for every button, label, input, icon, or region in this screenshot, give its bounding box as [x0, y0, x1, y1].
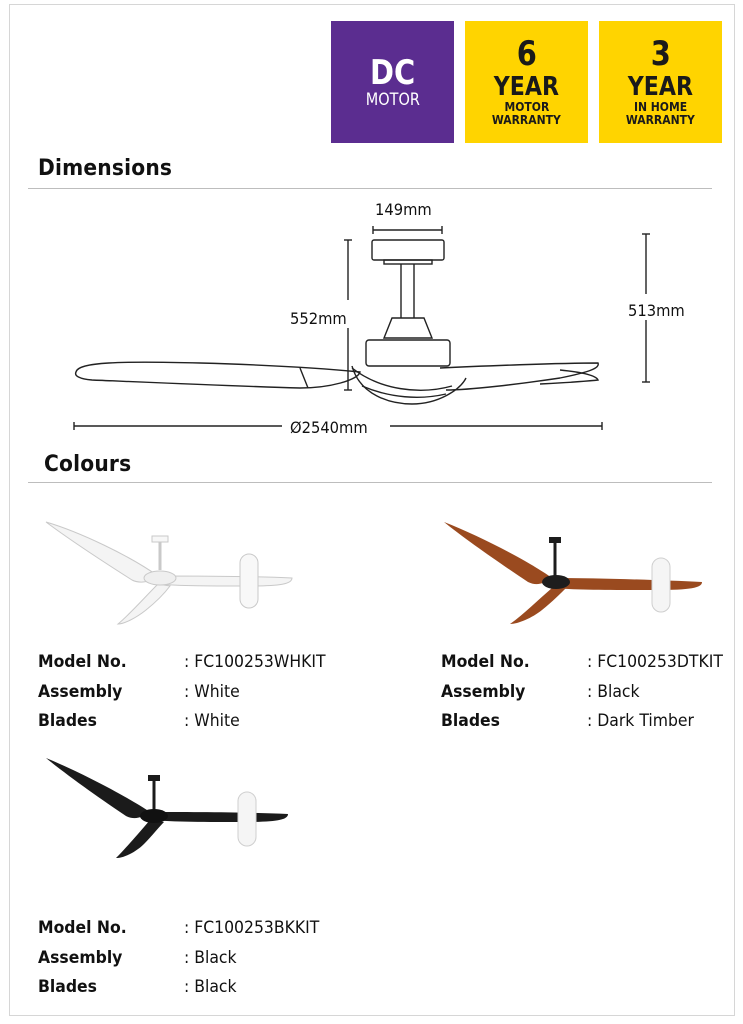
drop-height-label: 552mm [290, 309, 347, 328]
black-fan-specs: Model No. : FC100253BKKIT Assembly : Black… [38, 914, 331, 1003]
motor-housing-outline [365, 339, 451, 367]
left-blade-outline [74, 361, 361, 389]
model-value: : FC100253BKKIT [184, 918, 320, 939]
blades-value: : Dark Timber [587, 711, 694, 732]
dark-timber-fan-image [444, 522, 702, 624]
model-value: : FC100253DTKIT [587, 652, 723, 673]
colours-divider [28, 482, 712, 483]
dark-timber-fan-specs: Model No. : FC100253DTKIT Assembly : Black… [441, 648, 735, 737]
fan-dimension-drawing [73, 226, 650, 430]
colours-heading: Colours [44, 452, 132, 477]
home-warranty-badge: 3 YEAR IN HOME WARRANTY [599, 21, 722, 143]
home-warranty-line2: WARRANTY [625, 113, 695, 127]
model-key: Model No. [38, 652, 127, 673]
assembly-key: Assembly [38, 681, 123, 702]
home-warranty-years: 3 [650, 34, 671, 74]
page-frame [9, 4, 735, 1016]
assembly-key: Assembly [441, 681, 526, 702]
blades-value: : White [184, 711, 240, 732]
diameter-label: Ø2540mm [290, 418, 368, 437]
right-blade-outline [439, 362, 599, 391]
white-fan-specs: Model No. : FC100253WHKIT Assembly : White… [38, 648, 338, 737]
dimensions-heading: Dimensions [38, 156, 173, 181]
assembly-key: Assembly [38, 947, 123, 968]
motor-width-label: 149mm [375, 200, 432, 219]
blades-key: Blades [38, 711, 97, 732]
blades-value: : Black [184, 977, 237, 998]
motor-warranty-badge: 6 YEAR MOTOR WARRANTY [465, 21, 588, 143]
assembly-value: : Black [184, 947, 237, 968]
motor-warranty-line2: WARRANTY [491, 113, 561, 127]
assembly-value: : Black [587, 681, 640, 702]
home-warranty-line1: IN HOME [633, 100, 688, 114]
blades-key: Blades [441, 711, 500, 732]
assembly-value: : White [184, 681, 240, 702]
overall-height-label: 513mm [628, 301, 685, 320]
model-key: Model No. [38, 918, 127, 939]
motor-warranty-line1: MOTOR [504, 100, 549, 114]
canopy-outline [371, 239, 445, 261]
dc-badge-title: DC [369, 53, 416, 93]
dc-motor-badge: DC MOTOR [331, 21, 454, 143]
black-fan-image [46, 758, 288, 858]
home-warranty-unit: YEAR [627, 72, 694, 102]
dc-badge-subtitle: MOTOR [365, 90, 420, 110]
model-key: Model No. [441, 652, 530, 673]
dimensions-divider [28, 188, 712, 189]
model-value: : FC100253WHKIT [184, 652, 326, 673]
white-fan-image [45, 521, 293, 625]
blades-key: Blades [38, 977, 97, 998]
motor-warranty-years: 6 [516, 34, 537, 74]
motor-warranty-unit: YEAR [493, 72, 560, 102]
